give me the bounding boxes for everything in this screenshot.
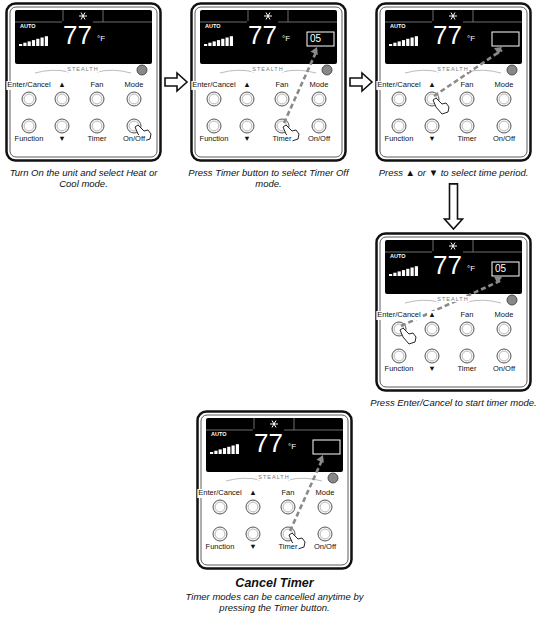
button-label: Fan	[460, 311, 475, 320]
display-text: 77	[247, 21, 278, 51]
remote-panel: AUTO 77°F STEALTH Enter/Cancel ▲ Fan ModeFunct…	[196, 410, 353, 616]
button-label: Function	[205, 543, 236, 552]
display-text: 77	[432, 21, 463, 51]
display-text: °F	[466, 264, 476, 273]
step-caption: Press Enter/Cancel to start timer mode.	[367, 398, 540, 409]
timer-readout: 05	[309, 33, 322, 45]
button-label: ▲	[57, 81, 66, 90]
button-label: Function	[199, 135, 230, 144]
button-label: Enter/Cancel	[191, 81, 236, 90]
button-label: Mode	[309, 81, 330, 90]
button-label: ▲	[248, 489, 257, 498]
remote-panel: AUTO 77°F STEALTH Enter/Cancel ▲ Fan ModeFunct…	[5, 2, 162, 192]
button-label: Enter/Cancel	[376, 311, 421, 320]
button-label: ▼	[242, 135, 251, 144]
display-text: 77	[253, 429, 284, 459]
step-caption: Press Timer button to select Timer Off m…	[175, 168, 362, 190]
hollow-arrow	[165, 73, 187, 91]
step-caption: Press ▲ or ▼ to select time period.	[367, 168, 540, 179]
brand-text: STEALTH	[436, 66, 469, 72]
timer-readout: 05	[494, 263, 507, 275]
button-label: On/Off	[313, 543, 337, 552]
button-label: Timer	[272, 135, 293, 144]
hollow-arrow	[350, 73, 372, 91]
display-text: AUTO	[389, 23, 406, 29]
display-text: AUTO	[204, 23, 221, 29]
button-label: Timer	[278, 543, 299, 552]
button-label: On/Off	[307, 135, 331, 144]
brand-text: STEALTH	[66, 66, 99, 72]
display-text: 77	[62, 21, 93, 51]
button-label: On/Off	[122, 135, 146, 144]
remote-panel: AUTO 77°F STEALTH Enter/Cancel ▲ Fan ModeFunct…	[190, 2, 347, 192]
button-label: ▼	[248, 543, 257, 552]
button-label: Enter/Cancel	[376, 81, 421, 90]
button-label: ▼	[57, 135, 66, 144]
step-caption: Timer modes can be cancelled anytime by …	[176, 592, 373, 614]
button-label: ▲	[427, 311, 436, 320]
display-text: AUTO	[389, 253, 406, 259]
button-label: Fan	[275, 81, 290, 90]
button-label: ▲	[242, 81, 251, 90]
button-label: Mode	[124, 81, 145, 90]
button-label: Mode	[494, 311, 515, 320]
button-label: ▼	[427, 135, 436, 144]
button-label: Enter/Cancel	[6, 81, 51, 90]
button-label: Function	[384, 365, 415, 374]
button-label: On/Off	[492, 365, 516, 374]
remote-panel: AUTO 77°F STEALTH Enter/Cancel ▲ Fan ModeFunct…	[375, 2, 532, 181]
brand-text: STEALTH	[257, 474, 290, 480]
display-text: °F	[466, 34, 476, 43]
display-text: °F	[281, 34, 291, 43]
section-title: Cancel Timer	[176, 576, 373, 590]
display-text: AUTO	[210, 431, 227, 437]
display-text: °F	[96, 34, 106, 43]
brand-text: STEALTH	[251, 66, 284, 72]
display-text: 77	[432, 251, 463, 281]
button-label: Fan	[460, 81, 475, 90]
button-label: Fan	[281, 489, 296, 498]
button-label: Function	[14, 135, 45, 144]
hollow-arrow	[445, 184, 463, 229]
button-label: Enter/Cancel	[197, 489, 242, 498]
display-text: AUTO	[19, 23, 36, 29]
button-label: Mode	[315, 489, 336, 498]
remote-panel: AUTO 77°F STEALTH Enter/Cancel ▲ Fan ModeFunct…	[375, 232, 532, 411]
button-label: Timer	[87, 135, 108, 144]
button-label: Timer	[457, 365, 478, 374]
button-label: ▲	[427, 81, 436, 90]
button-label: Fan	[90, 81, 105, 90]
button-label: On/Off	[492, 135, 516, 144]
button-label: Timer	[457, 135, 478, 144]
button-label: Function	[384, 135, 415, 144]
step-caption: Turn On the unit and select Heat or Cool…	[8, 168, 159, 190]
brand-text: STEALTH	[436, 296, 469, 302]
display-text: °F	[287, 442, 297, 451]
button-label: ▼	[427, 365, 436, 374]
button-label: Mode	[494, 81, 515, 90]
